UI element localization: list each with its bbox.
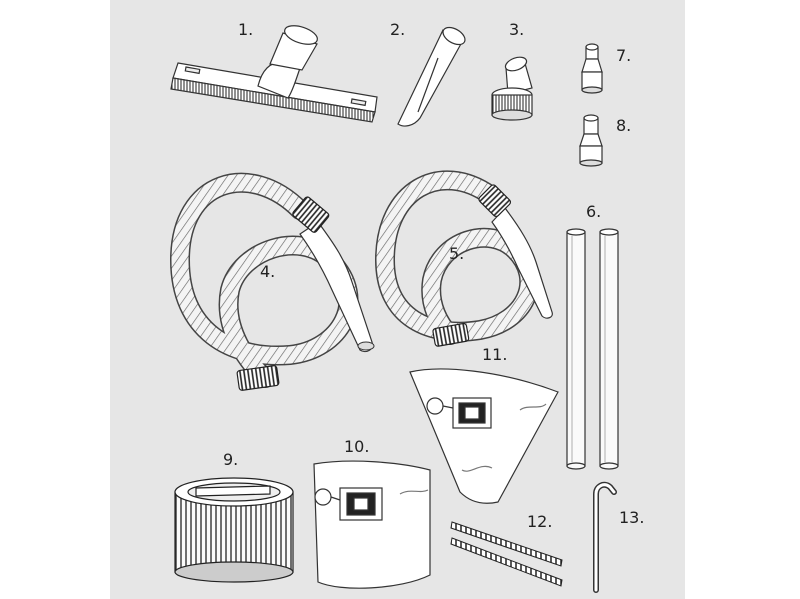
- part-label-4: 4.: [260, 262, 276, 281]
- part-label-10: 10.: [344, 437, 370, 456]
- part-label-7: 7.: [616, 46, 632, 65]
- part-label-12: 12.: [527, 512, 553, 531]
- part-label-9: 9.: [223, 450, 239, 469]
- part-label-13: 13.: [619, 508, 645, 527]
- part-label-3: 3.: [509, 20, 525, 39]
- filter-bag-icon: [409, 368, 559, 504]
- suction-hose-icon: [169, 172, 375, 391]
- part-label-8: 8.: [616, 116, 632, 135]
- hex-key-icon: [593, 481, 617, 593]
- suction-hose-icon: [374, 170, 553, 347]
- filter-bag-icon: [313, 460, 431, 589]
- adapter-icon: [581, 43, 603, 94]
- extension-tube-icon: [566, 228, 586, 470]
- part-label-2: 2.: [390, 20, 406, 39]
- part-label-6: 6.: [586, 202, 602, 221]
- floor-nozzle-icon: [170, 25, 378, 123]
- part-label-1: 1.: [238, 20, 254, 39]
- adapter-icon: [579, 114, 603, 167]
- crevice-tool-icon: [397, 26, 466, 127]
- squeegee-strip-icon: [450, 521, 563, 587]
- part-label-11: 11.: [482, 345, 508, 364]
- cartridge-filter-icon: [174, 477, 294, 583]
- round-brush-icon: [491, 56, 533, 121]
- part-label-5: 5.: [449, 244, 465, 263]
- extension-tube-icon: [599, 228, 619, 470]
